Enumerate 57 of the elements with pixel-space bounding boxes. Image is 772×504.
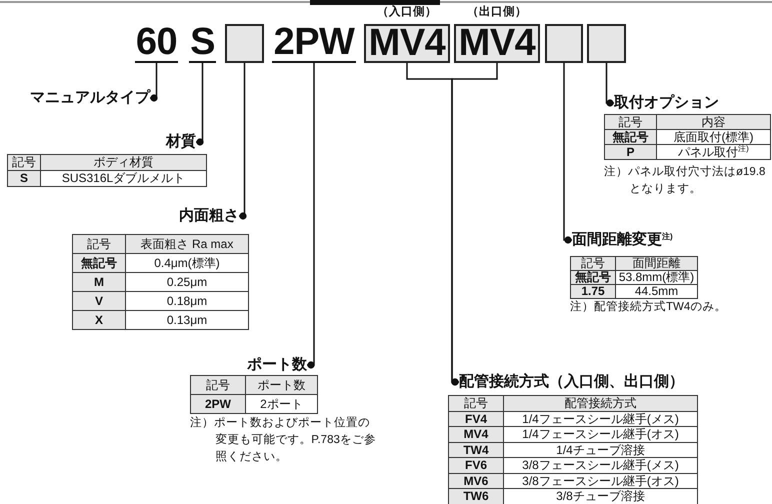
code-box bbox=[587, 24, 626, 63]
table-header: ポート数 bbox=[245, 375, 318, 395]
code-box bbox=[545, 24, 583, 63]
table-header: 記号 bbox=[7, 154, 41, 171]
table-header: 表面粗さ Ra max bbox=[125, 234, 249, 254]
table-cell: 2PW bbox=[190, 394, 246, 414]
table-cell: P bbox=[604, 144, 657, 160]
table-cell: FV6 bbox=[448, 457, 504, 474]
table-header: ボディ材質 bbox=[40, 154, 207, 171]
table-cell: パネル取付$^{注)}$ bbox=[656, 144, 771, 160]
table-cell: 1.75 bbox=[570, 284, 616, 299]
section-heading: 面間距離変更$^{注)}$ bbox=[572, 231, 722, 249]
table-header: 記号 bbox=[72, 234, 126, 254]
leader-line bbox=[307, 63, 315, 369]
table-cell: 無記号 bbox=[72, 253, 126, 273]
table-header: 内容 bbox=[656, 114, 771, 130]
table-cell: 0.13μm bbox=[125, 310, 249, 330]
note-text: 注）ポート数およびポート位置の変更も可能です。P.783をご参照ください。 bbox=[190, 415, 377, 465]
table-header: 記号 bbox=[190, 375, 246, 395]
section-heading: マニュアルタイプ bbox=[8, 89, 150, 107]
table-cell: 2ポート bbox=[245, 394, 318, 414]
code-text: 60 bbox=[135, 23, 178, 63]
table-cell: 44.5mm bbox=[615, 284, 698, 299]
table-header: 配管接続方式 bbox=[503, 395, 698, 412]
side-label: （出口側） bbox=[466, 4, 528, 18]
note-text: 注）配管接続方式TW4のみ。 bbox=[570, 299, 728, 315]
code-box: MV4 bbox=[454, 24, 540, 63]
section-heading: 取付オプション bbox=[614, 94, 734, 112]
table-cell: M bbox=[72, 272, 126, 292]
side-label: （入口側） bbox=[376, 4, 438, 18]
code-box: MV4 bbox=[364, 24, 450, 63]
leader-line bbox=[451, 63, 498, 386]
section-heading: ポート数 bbox=[220, 356, 307, 374]
table-cell: 無記号 bbox=[570, 270, 616, 285]
table-cell: 無記号 bbox=[604, 129, 657, 145]
table-header: 記号 bbox=[448, 395, 504, 412]
table-header: 面間距離 bbox=[615, 256, 698, 271]
table-cell: V bbox=[72, 291, 126, 311]
code-box bbox=[225, 24, 264, 63]
code-text: S bbox=[189, 23, 216, 63]
leader-line bbox=[150, 63, 158, 102]
table-cell: S bbox=[7, 170, 41, 187]
section-heading: 内面粗さ bbox=[160, 207, 239, 225]
table-cell: TW6 bbox=[448, 488, 504, 504]
table-header: 記号 bbox=[570, 256, 616, 271]
section-heading: 配管接続方式（入口側、出口側） bbox=[459, 373, 709, 391]
table-header: 記号 bbox=[604, 114, 657, 130]
table-cell: X bbox=[72, 310, 126, 330]
leader-line bbox=[239, 63, 247, 220]
leader-line bbox=[196, 63, 204, 146]
table-cell: SUS316Lダブルメルト bbox=[40, 170, 207, 187]
table-cell: MV4 bbox=[448, 426, 504, 442]
leader-line bbox=[563, 63, 572, 244]
leader-line bbox=[606, 63, 614, 107]
code-text: 2PW bbox=[272, 23, 356, 63]
section-heading: 材質 bbox=[150, 133, 196, 151]
note-text: 注）パネル取付穴寸法はø19.8となります。 bbox=[604, 164, 766, 197]
